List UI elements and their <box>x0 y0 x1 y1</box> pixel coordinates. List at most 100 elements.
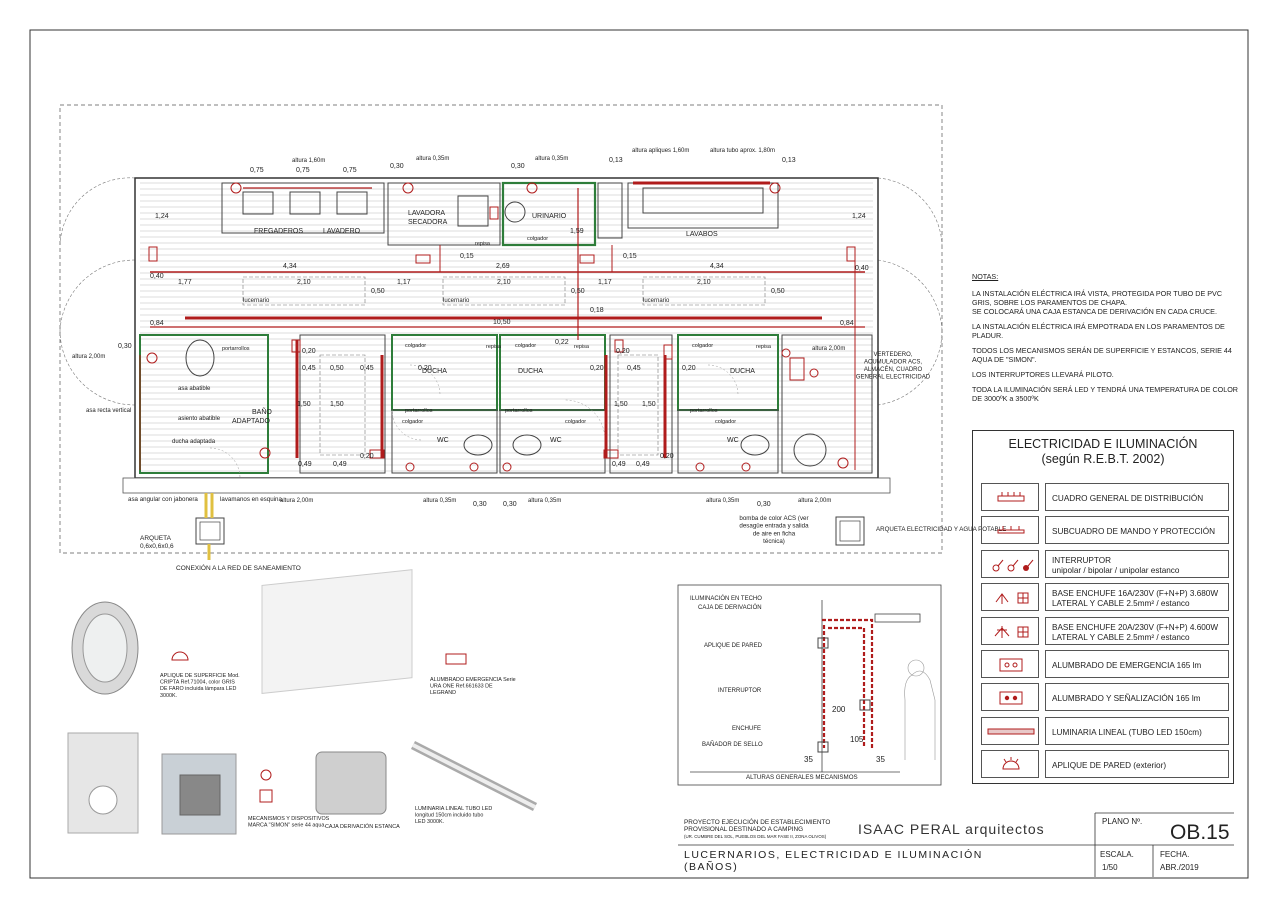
socket-icon <box>259 789 273 803</box>
legend-panel: ELECTRICIDAD E ILUMINACIÓN (según R.E.B.… <box>972 430 1234 784</box>
plan-label: 0,20 <box>360 453 374 460</box>
plan-label: altura 2,00m <box>72 354 105 360</box>
plan-label: 0,6x0,6x0,6 <box>140 543 174 550</box>
notes-panel: NOTAS: LA INSTALACIÓN ELÉCTRICA IRÁ VIST… <box>972 272 1242 409</box>
legend-row: CUADRO GENERAL DE DISTRIBUCIÓN <box>981 483 1229 511</box>
plan-label: DUCHA <box>518 368 543 375</box>
plan-label: PLANO Nº. <box>1102 817 1143 826</box>
plan-label: 0,30 <box>503 501 517 508</box>
plan-label: LAVADERO <box>323 228 361 235</box>
plan-label: 0,75 <box>250 167 264 174</box>
plan-label: 1,24 <box>852 213 866 220</box>
plan-label: DUCHA <box>730 368 755 375</box>
plan-label: 0,30 <box>390 163 404 170</box>
plan-label: BAÑO <box>252 407 272 416</box>
legend-row: SUBCUADRO DE MANDO Y PROTECCIÓN <box>981 516 1229 545</box>
plan-label: repisa <box>486 344 502 350</box>
note-5: LOS INTERRUPTORES LLEVARÁ PILOTO. <box>972 370 1114 379</box>
plan-label: 200 <box>832 705 846 714</box>
plan-label: asiento abatible <box>178 416 221 422</box>
plan-label: 0,20 <box>616 348 630 355</box>
legend-label-main: BASE ENCHUFE 20A/230V (F+N+P) 4.600W <box>1052 622 1219 632</box>
plan-label: 105 <box>850 735 864 744</box>
legend-subtitle: (según R.E.B.T. 2002) <box>1041 452 1165 466</box>
plan-label: colgador <box>527 236 548 242</box>
plan-label: 0,50 <box>371 288 385 295</box>
legend-label-main: ALUMBRADO Y SEÑALIZACIÓN 165 lm <box>1052 694 1201 704</box>
plan-label: 0,22 <box>555 339 569 346</box>
legend-row: ALUMBRADO DE EMERGENCIA 165 lm <box>981 650 1229 678</box>
plan-label: altura 2,00m <box>798 498 831 504</box>
plan-label: 0,84 <box>150 320 164 327</box>
plan-label: APLIQUE DE SUPERFICIE Mod.CRIPTA Ref.710… <box>160 673 240 699</box>
plan-label: 2,10 <box>297 279 311 286</box>
plan-label: altura 2,00m <box>280 498 313 504</box>
plan-label: 0,20 <box>682 365 696 372</box>
plan-label: lucernario <box>643 298 670 304</box>
plan-label: ENCHUFE <box>732 726 761 732</box>
legend-label-main: SUBCUADRO DE MANDO Y PROTECCIÓN <box>1052 527 1216 537</box>
mechanisms-height-section <box>677 584 942 786</box>
plan-label: 0,49 <box>333 461 347 468</box>
legend-label-main: LUMINARIA LINEAL (TUBO LED 150cm) <box>1052 727 1202 737</box>
plan-label: lucernario <box>243 298 270 304</box>
plan-label: portarrollos <box>405 408 433 414</box>
plan-label: ILUMINACIÓN EN TECHO <box>690 595 762 602</box>
plan-label: 0,75 <box>343 167 357 174</box>
plan-label: 0,45 <box>360 365 374 372</box>
plan-label: 1,50 <box>297 401 311 408</box>
sheet-subtitle: (BAÑOS) <box>684 861 739 873</box>
sheet-border <box>29 29 1249 879</box>
plan-label: 0,45 <box>627 365 641 372</box>
arqueta-electric <box>835 516 865 546</box>
plan-label: 1,50 <box>642 401 656 408</box>
electrical-lines <box>139 181 865 470</box>
plan-label: URINARIO <box>532 213 567 220</box>
distribution-panel-icon <box>981 483 1039 511</box>
socket-16a-icon <box>981 583 1039 612</box>
plan-label: 1,59 <box>570 228 584 235</box>
plan-label: repisa <box>475 241 491 247</box>
sheet-title: LUCERNARIOS, ELECTRICIDAD E ILUMINACIÓN <box>684 849 983 861</box>
plan-label: 10,50 <box>493 319 511 326</box>
device-markers <box>146 182 856 472</box>
project-line-2: PROVISIONAL DESTINADO A CAMPING <box>684 826 804 833</box>
plan-label: 0,84 <box>840 320 854 327</box>
project-line-3: (UR. CUMBRE DEL SOL, PUEBLOS DEL MAR FAS… <box>684 834 827 839</box>
plan-label: 0,30 <box>757 501 771 508</box>
plan-label: portarrollos <box>690 408 718 414</box>
legend-row: APLIQUE DE PARED (exterior) <box>981 750 1229 779</box>
plan-label: lavamanos en esquina <box>220 496 282 503</box>
plan-label: 0,75 <box>296 167 310 174</box>
plan-label: 0,15 <box>460 253 474 260</box>
plan-label: colgador <box>565 419 586 425</box>
plan-label: 1,17 <box>598 279 612 286</box>
firm-name: ISAAC PERAL arquitectos <box>858 821 1045 837</box>
subpanel-icon <box>981 516 1039 545</box>
legend-label-sub: unipolar / bipolar / unipolar estanco <box>1052 565 1180 575</box>
legend-title: ELECTRICIDAD E ILUMINACIÓN <box>1008 437 1198 451</box>
legend-label-sub: LATERAL Y CABLE 2.5mm² / estanco <box>1052 632 1190 642</box>
plan-label: 0,50 <box>571 288 585 295</box>
plan-label: colgador <box>515 343 536 349</box>
plan-label: portarrollos <box>222 346 250 352</box>
note-1: LA INSTALACIÓN ELÉCTRICA IRÁ VISTA, PROT… <box>972 289 1223 307</box>
plan-label: WC <box>550 437 562 444</box>
plan-label: altura 0,35m <box>423 498 456 504</box>
date-value: ABR./2019 <box>1160 863 1199 872</box>
project-line-1: PROYECTO EJECUCIÓN DE ESTABLECIMIENTO <box>684 819 831 826</box>
plan-label: VERTEDERO,ACUMULADOR ACS,ALMACÉN, CUADRO… <box>856 352 931 381</box>
plan-label: repisa <box>756 344 772 350</box>
plan-label: INTERRUPTOR <box>718 688 762 694</box>
wall-light-icon <box>981 750 1039 779</box>
linear-luminaire-icon <box>981 716 1039 745</box>
plan-label: LAVABOS <box>686 231 718 238</box>
